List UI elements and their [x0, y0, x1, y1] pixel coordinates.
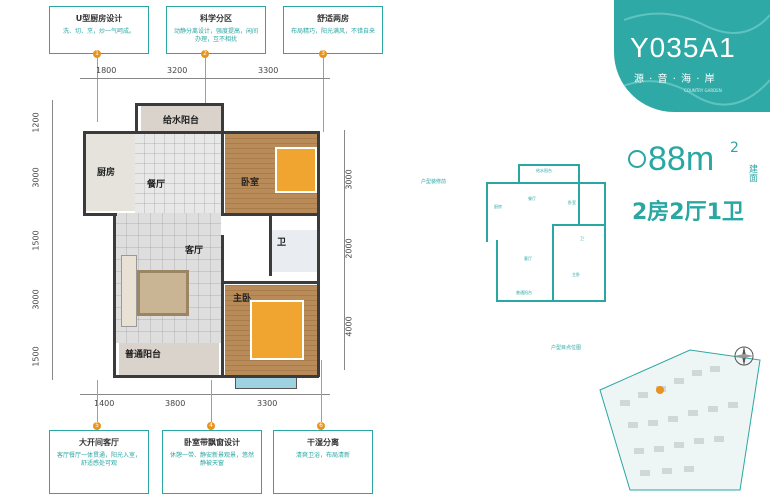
room-kitchen: 厨房 [97, 168, 116, 178]
mini-room-living: 客厅 [524, 256, 532, 261]
model-badge: Y035A1 源 · 音 · 海 · 岸 COUNTRY GARDEN [614, 0, 770, 112]
callout-two-rooms: 舒适两房 布局精巧，阳光满风，不错自来 [283, 6, 383, 54]
area-unit-label: 建面 [747, 164, 757, 182]
callout-number-4: 4 [207, 422, 215, 430]
room-water-balcony: 给水阳台 [163, 116, 200, 126]
dim-bottom-1: 1400 [94, 399, 115, 408]
callout-number-1: 1 [93, 50, 101, 58]
dim-top-3: 3300 [258, 66, 279, 75]
callout-title: 卧室带飘窗设计 [184, 438, 240, 447]
callout-text: 动静分离设计，强度提高，闲间办理，互不相扰 [173, 28, 258, 43]
dim-bottom-2: 3800 [165, 399, 186, 408]
callout-bay-window: 卧室带飘窗设计 休憩一带、静安新景观景，悠然静被天窗 [162, 430, 262, 494]
callout-number-6: 6 [317, 422, 325, 430]
callout-number-2: 2 [201, 50, 209, 58]
layout-text: 2房2厅1卫 [632, 200, 744, 225]
dim-top-2: 3200 [167, 66, 188, 75]
dim-left-5: 1500 [31, 346, 41, 367]
floor-plan: 给水阳台 厨房 餐厅 卧室 客厅 卫 主卧 普通阳台 [75, 95, 335, 395]
dim-right-3: 4000 [344, 316, 354, 337]
callout-zoning: 科学分区 动静分离设计，强度提高，闲间办理，互不相扰 [166, 6, 266, 54]
mini-room-water-balcony: 给水阳台 [536, 168, 552, 173]
dim-right-1: 3000 [344, 169, 354, 190]
model-badge-text: COUNTRY GARDEN [684, 88, 722, 93]
site-plan-map [599, 349, 761, 491]
area-sup: 2 [730, 140, 739, 156]
callout-title: U型厨房设计 [75, 14, 123, 23]
mini-room-master: 主卧 [572, 272, 580, 277]
model-name: Y035A1 [630, 32, 736, 63]
wave-decoration [614, 12, 770, 106]
room-bath: 卫 [277, 238, 287, 248]
callout-number-3: 3 [319, 50, 327, 58]
mini-plan-label: 户型装修前 [421, 179, 447, 185]
area-bullet-icon [628, 150, 646, 168]
callout-text: 客厅餐厅一体贯通，阳光入室，舒适感处可观 [56, 452, 141, 467]
area-value: 88m [648, 140, 715, 178]
dim-left-3: 1500 [31, 230, 41, 251]
room-balcony: 普通阳台 [125, 350, 162, 360]
mini-room-bath: 卫 [580, 236, 584, 241]
mini-room-balcony: 普通阳台 [516, 290, 532, 295]
callout-u-kitchen: U型厨房设计 洗、切、烹，炒一气呵成。 [49, 6, 149, 54]
callout-open-living: 大开间客厅 客厅餐厅一体贯通，阳光入室，舒适感处可观 [49, 430, 149, 494]
dim-top-1: 1800 [96, 66, 117, 75]
callout-text: 休憩一带、静安新景观景，悠然静被天窗 [169, 452, 254, 467]
callout-title: 舒适两房 [317, 14, 349, 23]
dim-left-2: 3000 [31, 167, 41, 188]
dim-right-2: 2000 [344, 238, 354, 259]
callout-text: 布局精巧，阳光满风，不错自来 [290, 28, 375, 35]
model-subtitle: 源 · 音 · 海 · 岸 [634, 74, 716, 85]
dim-left-4: 3000 [31, 289, 41, 310]
callout-title: 大开间客厅 [79, 438, 119, 447]
callout-title: 科学分区 [200, 14, 232, 23]
callout-text: 洗、切、烹，炒一气呵成。 [62, 28, 135, 35]
room-bedroom: 卧室 [241, 178, 260, 188]
mini-plan: 厨房 餐厅 卧室 客厅 主卧 卫 普通阳台 给水阳台 [476, 160, 616, 310]
room-dining: 餐厅 [147, 180, 166, 190]
callout-dry-wet: 干湿分离 清爽卫浴，布局清新 [273, 430, 373, 494]
compass-icon [734, 346, 754, 366]
mini-room-bedroom: 卧室 [568, 200, 576, 205]
callout-number-5: 5 [93, 422, 101, 430]
dim-left-1: 1200 [31, 112, 41, 133]
callout-text: 清爽卫浴，布局清新 [295, 452, 350, 459]
room-living: 客厅 [185, 246, 204, 256]
callout-title: 干湿分离 [307, 438, 339, 447]
mini-room-dining: 餐厅 [528, 196, 536, 201]
site-plan-label: 户型目点位图 [551, 345, 582, 351]
mini-room-kitchen: 厨房 [494, 204, 502, 209]
room-master: 主卧 [233, 294, 252, 304]
dim-bottom-3: 3300 [257, 399, 278, 408]
